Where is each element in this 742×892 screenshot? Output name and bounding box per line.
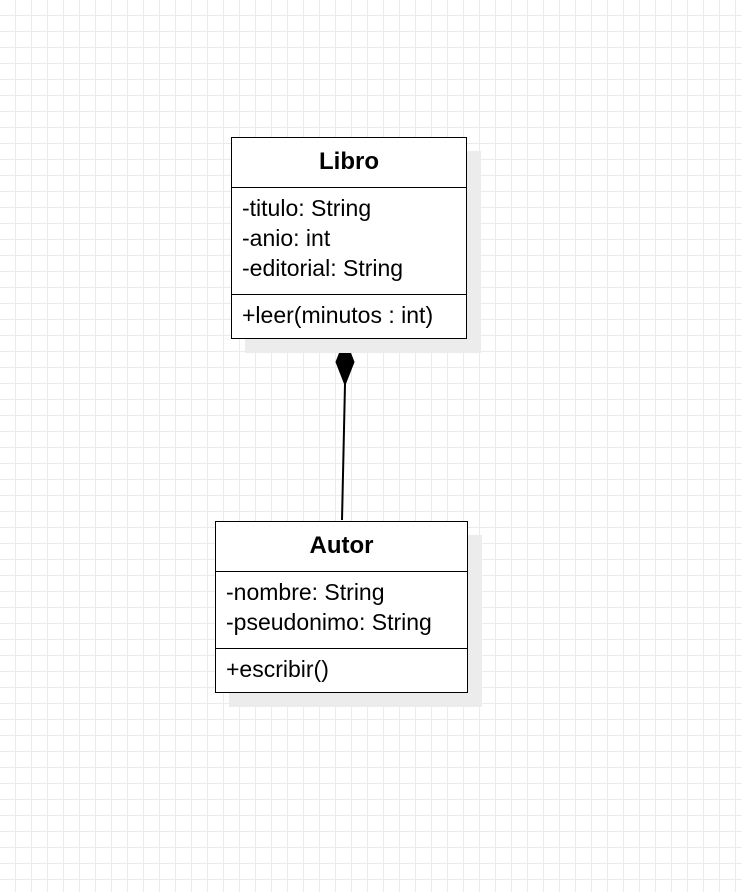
- class-name: Autor: [216, 522, 467, 572]
- composition-diamond: [335, 337, 355, 387]
- attribute-row: -anio: int: [242, 225, 331, 251]
- operation-row: +escribir(): [226, 656, 329, 682]
- attribute-row: -pseudonimo: String: [226, 609, 432, 635]
- operation-row: +leer(minutos : int): [242, 302, 434, 328]
- attribute-compartment: -titulo: String -anio: int -editorial: S…: [232, 188, 466, 295]
- attribute-row: -titulo: String: [242, 195, 372, 221]
- attribute-row: -editorial: String: [242, 255, 404, 281]
- composition-line: [341, 383, 346, 521]
- class-name: Libro: [232, 138, 466, 188]
- class-autor[interactable]: Autor -nombre: String -pseudonimo: Strin…: [215, 521, 468, 693]
- class-libro[interactable]: Libro -titulo: String -anio: int -editor…: [231, 137, 467, 339]
- operation-compartment: +leer(minutos : int): [232, 295, 466, 338]
- attribute-compartment: -nombre: String -pseudonimo: String: [216, 572, 467, 649]
- attribute-row: -nombre: String: [226, 579, 385, 605]
- operation-compartment: +escribir(): [216, 649, 467, 692]
